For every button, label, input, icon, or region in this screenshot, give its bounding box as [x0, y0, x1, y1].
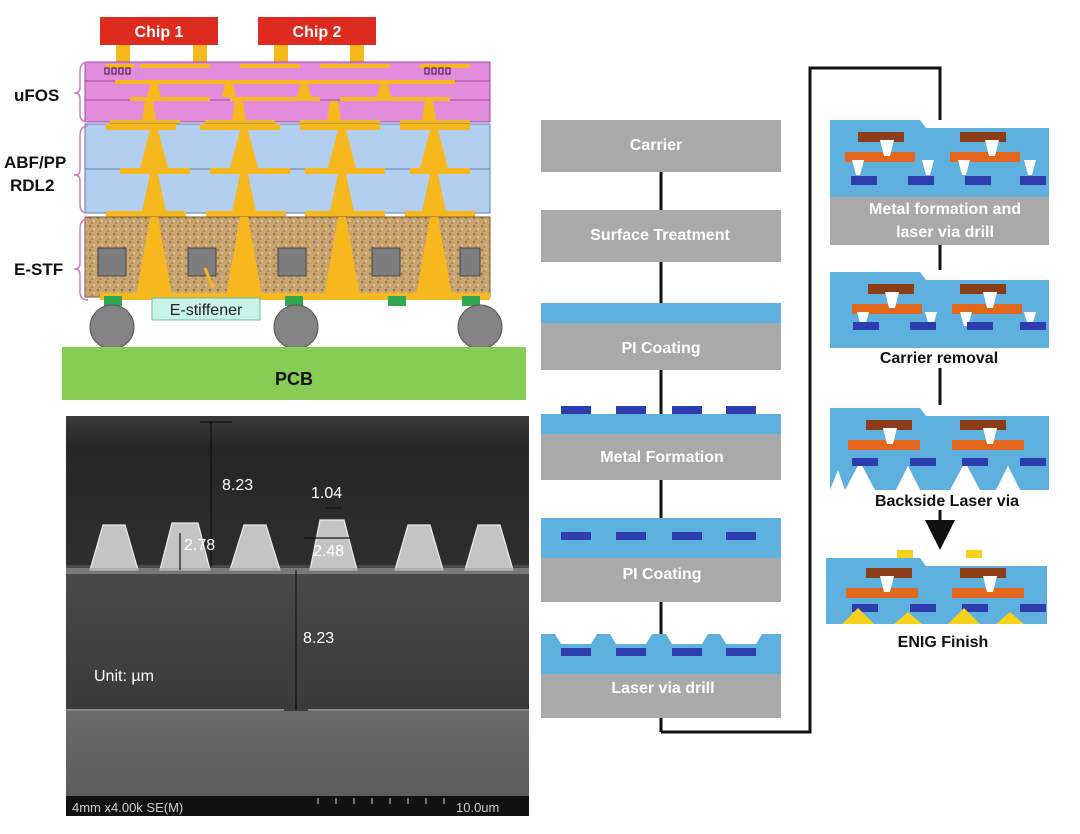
abf-traces	[106, 124, 475, 217]
ufos-traces	[106, 64, 470, 124]
sem-mid-height: 2.48	[313, 543, 344, 560]
flow-right-column: Metal formation and laser via drill Carr…	[826, 120, 1049, 651]
step-carrier-removal: Carrier removal	[830, 272, 1049, 367]
estf-vias	[136, 217, 452, 296]
rdl2-label: RDL2	[10, 176, 54, 195]
step-metal-formation-film	[541, 414, 781, 434]
step-laser-via-drill-label: Laser via drill	[611, 680, 714, 697]
sem-features	[89, 519, 514, 571]
abf-label: ABF/PP	[4, 153, 66, 172]
step-enig-finish: ENIG Finish	[826, 550, 1047, 651]
pcb-label: PCB	[275, 369, 313, 389]
step-pi-coating-1-label: PI Coating	[621, 340, 700, 357]
step-metal-formation-label: Metal Formation	[600, 449, 724, 466]
step-enig-finish-label: ENIG Finish	[898, 634, 989, 651]
chip-bumps	[116, 45, 364, 62]
estf-stiffener-blocks	[97, 247, 481, 277]
chip-2-label: Chip 2	[293, 24, 342, 41]
step-backside-laser-via-label: Backside Laser via	[875, 493, 1019, 510]
sem-scale-ticks	[317, 798, 445, 804]
chip-1-label: Chip 1	[135, 24, 184, 41]
ufos-label: uFOS	[14, 86, 59, 105]
e-stiffener-label: E-stiffener	[170, 302, 243, 319]
package-cross-section: Chip 1 Chip 2	[4, 17, 526, 400]
step-metal-formation-pads	[561, 406, 756, 414]
step-metal-formation-laser: Metal formation and laser via drill	[830, 120, 1049, 245]
step-pi-coating-1-film	[541, 303, 781, 323]
step-laser-via-film	[541, 634, 781, 674]
step-metal-formation-laser-line2: laser via drill	[896, 224, 994, 241]
step-pi-coating-1	[541, 323, 781, 370]
sem-footer-right: 10.0um	[456, 800, 499, 815]
solder-balls	[89, 304, 503, 350]
sem-dimension-lines	[179, 421, 350, 711]
step-surface-treatment-label: Surface Treatment	[590, 227, 730, 244]
step-carrier	[541, 120, 781, 172]
sem-left-height: 2.78	[184, 537, 215, 554]
sem-micrograph: 8.23 1.04 2.78 2.48 8.23 Unit: µm 4mm x4…	[66, 416, 529, 816]
step-metal-formation	[541, 434, 781, 480]
e-stiffener-callout	[151, 297, 261, 321]
step-backside-laser-via: Backside Laser via	[830, 408, 1049, 510]
step-pi-coating-2-pads	[561, 532, 756, 540]
chip-1	[100, 17, 218, 45]
step-surface-treatment	[541, 210, 781, 262]
chip-2	[258, 17, 376, 45]
estf-label: E-STF	[14, 260, 63, 279]
solder-pads	[104, 296, 480, 306]
sem-top-height: 8.23	[222, 477, 253, 494]
step-laser-via-drill	[541, 674, 781, 718]
step-laser-via-pads	[561, 648, 756, 656]
sem-unit: Unit: µm	[94, 668, 154, 685]
sem-bottom-height: 8.23	[303, 630, 334, 647]
layer-braces	[73, 61, 89, 301]
step-carrier-label: Carrier	[630, 137, 682, 154]
pcb-board	[62, 347, 526, 400]
sem-top-width: 1.04	[311, 485, 342, 502]
step-pi-coating-2	[541, 558, 781, 602]
sem-footer-left: 4mm x4.00k SE(M)	[72, 800, 183, 815]
e-stiffener-pointer	[203, 267, 215, 289]
step-pi-coating-2-label: PI Coating	[622, 566, 701, 583]
flow-left-column: Carrier Surface Treatment PI Coating Met…	[541, 120, 781, 718]
step-carrier-removal-label: Carrier removal	[880, 350, 998, 367]
ufos-pad-marks	[104, 67, 451, 75]
step-metal-formation-laser-line1: Metal formation and	[869, 201, 1021, 218]
